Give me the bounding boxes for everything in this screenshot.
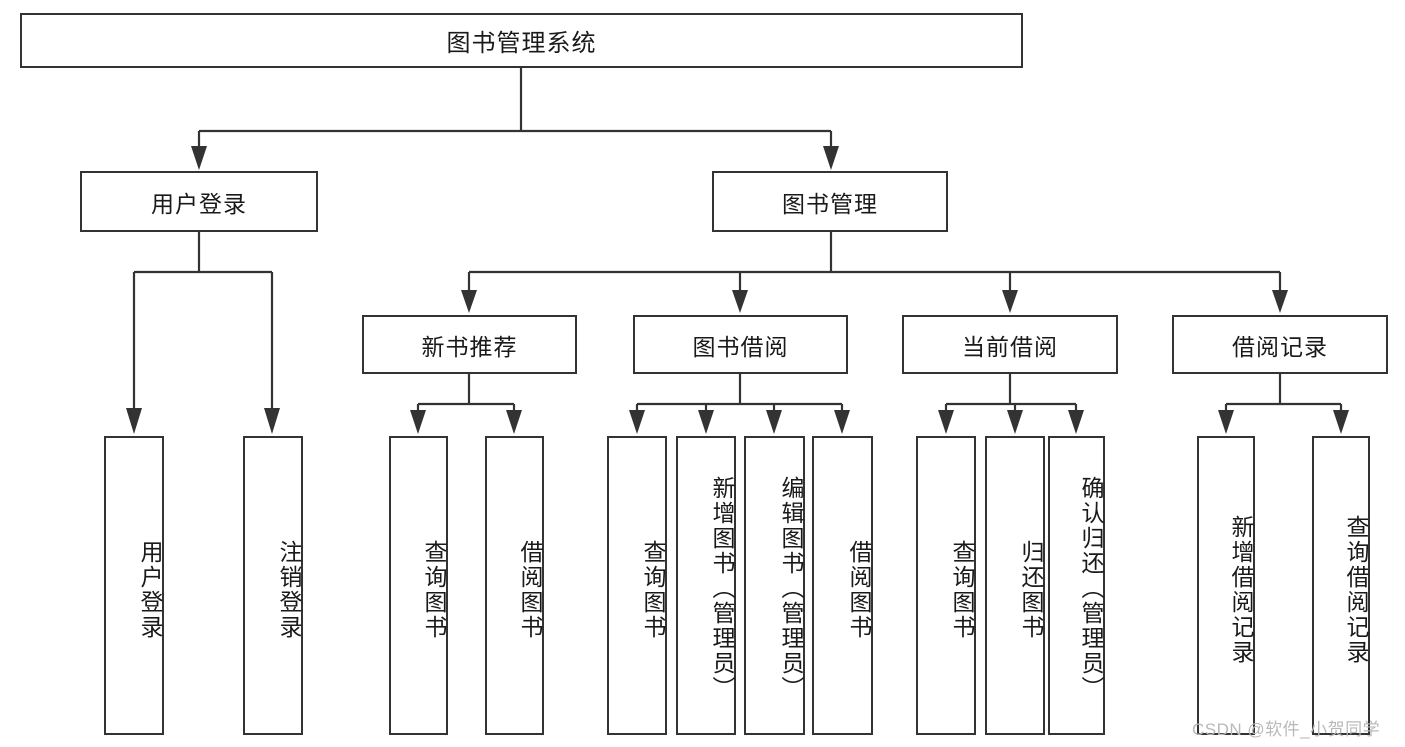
arrow-to-new-book xyxy=(461,290,477,313)
leaf-user-login-logout[interactable]: 注销登录 xyxy=(243,436,303,735)
arrow-current-borrow-leaf1 xyxy=(938,410,954,434)
arrow-new-book-leaf1 xyxy=(410,410,426,434)
node-root-system[interactable]: 图书管理系统 xyxy=(20,13,1023,68)
arrow-to-book-manage xyxy=(823,146,839,170)
arrow-borrow-record-leaf1 xyxy=(1218,410,1234,434)
arrow-to-user-login xyxy=(191,146,207,170)
arrow-book-borrow-leaf3 xyxy=(766,410,782,434)
leaf-book-borrow-add-book-admin[interactable]: 新增图书（管理员） xyxy=(676,436,736,735)
arrow-user-login-leaf2 xyxy=(264,408,280,434)
arrow-current-borrow-leaf3 xyxy=(1068,410,1084,434)
arrow-book-borrow-leaf2 xyxy=(698,410,714,434)
arrow-borrow-record-leaf2 xyxy=(1333,410,1349,434)
node-new-book-recommend[interactable]: 新书推荐 xyxy=(362,315,577,374)
arrow-book-borrow-leaf1 xyxy=(629,410,645,434)
leaf-user-login-login[interactable]: 用户登录 xyxy=(104,436,164,735)
leaf-current-borrow-return-book[interactable]: 归还图书 xyxy=(985,436,1045,735)
leaf-book-borrow-edit-book-admin[interactable]: 编辑图书（管理员） xyxy=(744,436,805,735)
leaf-new-book-borrow-book[interactable]: 借阅图书 xyxy=(485,436,544,735)
arrow-current-borrow-leaf2 xyxy=(1007,410,1023,434)
arrow-new-book-leaf2 xyxy=(506,410,522,434)
arrow-to-borrow-record xyxy=(1272,290,1288,313)
watermark-csdn: CSDN @软件_小贺同学 xyxy=(1192,720,1381,739)
arrow-to-current-borrow xyxy=(1002,290,1018,313)
leaf-current-borrow-query-book[interactable]: 查询图书 xyxy=(916,436,976,735)
arrow-book-borrow-leaf4 xyxy=(834,410,850,434)
node-book-borrow[interactable]: 图书借阅 xyxy=(633,315,848,374)
arrow-user-login-leaf1 xyxy=(126,408,142,434)
arrow-to-book-borrow xyxy=(732,290,748,313)
node-current-borrow[interactable]: 当前借阅 xyxy=(902,315,1118,374)
node-user-login[interactable]: 用户登录 xyxy=(80,171,318,232)
node-borrow-record[interactable]: 借阅记录 xyxy=(1172,315,1388,374)
leaf-current-borrow-confirm-return-admin[interactable]: 确认归还（管理员） xyxy=(1048,436,1105,735)
leaf-new-book-query-book[interactable]: 查询图书 xyxy=(389,436,448,735)
leaf-borrow-record-query-record[interactable]: 查询借阅记录 xyxy=(1312,436,1370,735)
leaf-book-borrow-borrow-book[interactable]: 借阅图书 xyxy=(812,436,873,735)
node-book-management[interactable]: 图书管理 xyxy=(712,171,948,232)
leaf-borrow-record-add-record[interactable]: 新增借阅记录 xyxy=(1197,436,1255,735)
leaf-book-borrow-query-book[interactable]: 查询图书 xyxy=(607,436,667,735)
